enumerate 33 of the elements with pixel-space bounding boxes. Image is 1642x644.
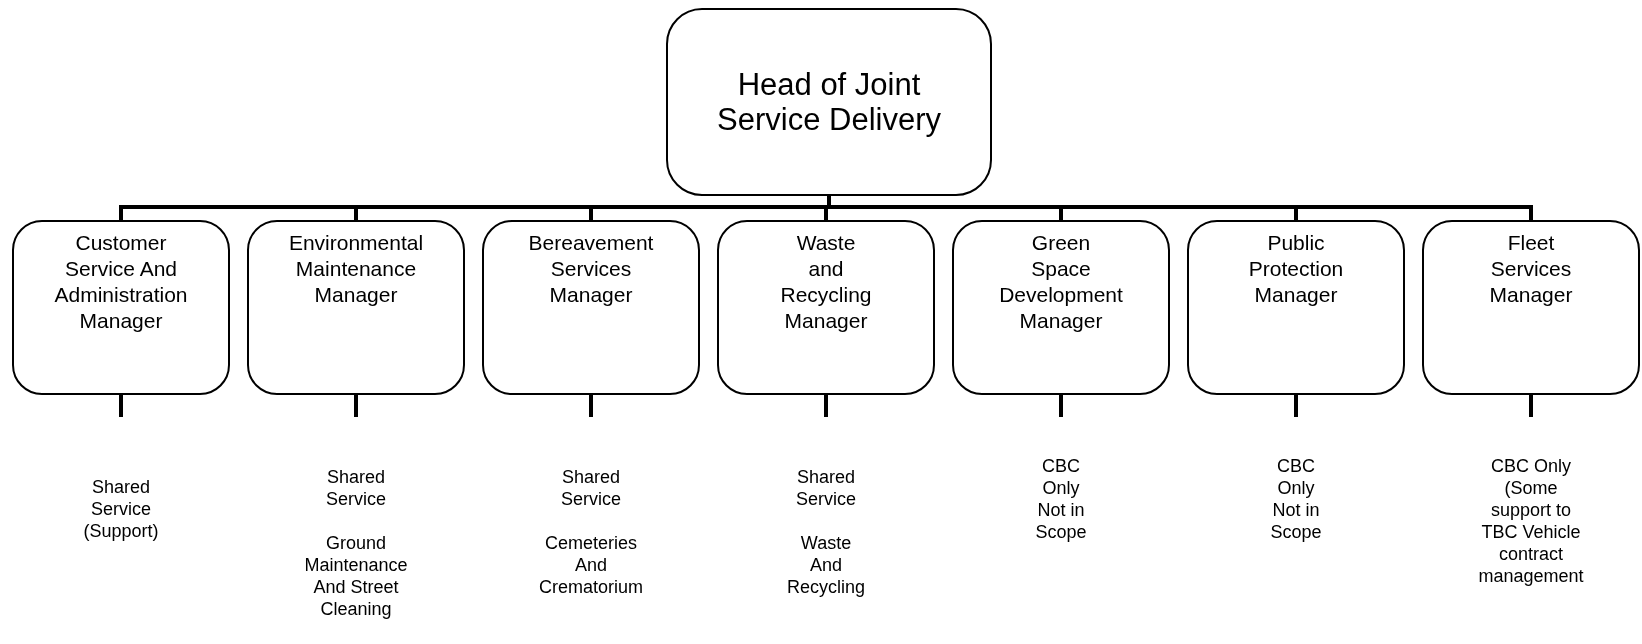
- connector-line: [354, 395, 358, 417]
- role-title: Public Protection Manager: [1248, 230, 1344, 308]
- scope-note: Cemeteries And Crematorium: [539, 532, 643, 598]
- scope-note: Shared Service: [796, 466, 856, 510]
- role-box: [952, 220, 1170, 395]
- scope-note: Waste And Recycling: [787, 532, 865, 598]
- connector-line: [119, 395, 123, 417]
- role-title: Environmental Maintenance Manager: [288, 230, 424, 308]
- role-box: [482, 220, 700, 395]
- role-title: Green Space Development Manager: [999, 230, 1123, 334]
- scope-note: CBC Only Not in Scope: [1035, 455, 1087, 543]
- scope-note: Ground Maintenance And Street Cleaning: [304, 532, 408, 620]
- role-box: [247, 220, 465, 395]
- scope-note: Shared Service: [326, 466, 386, 510]
- role-title: Fleet Services Manager: [1489, 230, 1573, 308]
- role-title: Customer Service And Administration Manager: [54, 230, 188, 334]
- role-box: [12, 220, 230, 395]
- scope-note: Shared Service: [561, 466, 621, 510]
- role-title: Waste and Recycling Manager: [780, 230, 872, 334]
- connector-line: [589, 395, 593, 417]
- scope-note: CBC Only (Some support to TBC Vehicle contract management: [1478, 455, 1584, 587]
- connector-line: [1059, 395, 1063, 417]
- scope-note: Shared Service (Support): [83, 476, 159, 542]
- connector-line: [824, 395, 828, 417]
- role-box: [717, 220, 935, 395]
- connector-line: [1529, 395, 1533, 417]
- role-title: Bereavement Services Manager: [528, 230, 654, 308]
- role-box: [1187, 220, 1405, 395]
- role-box: [1422, 220, 1640, 395]
- scope-note: CBC Only Not in Scope: [1270, 455, 1322, 543]
- role-title: Head of Joint Service Delivery: [716, 67, 942, 137]
- connector-line: [1294, 395, 1298, 417]
- role-box: [666, 8, 992, 196]
